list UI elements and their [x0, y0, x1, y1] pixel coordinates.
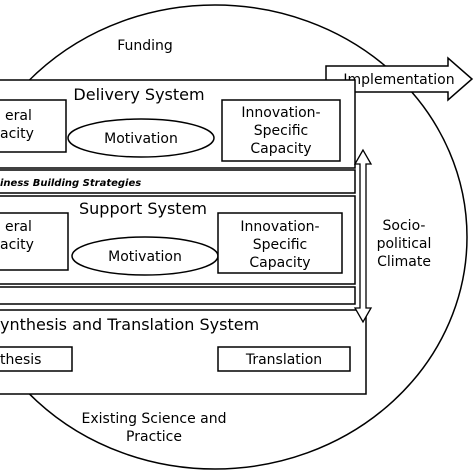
synthesis-box: [0, 346, 73, 372]
delivery-motivation-label: Motivation: [104, 131, 178, 147]
support-innovation-line3: Capacity: [249, 255, 310, 271]
readiness-strategies-label: iness Building Strategies: [0, 178, 141, 189]
translation-label: Translation: [245, 352, 322, 368]
translation-box: [217, 346, 351, 372]
implementation-label: Implementation: [343, 72, 454, 88]
support-lower-band: [0, 286, 356, 305]
readiness-strategies-band: [0, 169, 356, 194]
support-system-title: Support System: [79, 199, 207, 218]
synthesis-label: thesis: [0, 352, 41, 368]
support-general-line2: acity: [0, 237, 34, 253]
funding-label: Funding: [117, 38, 173, 54]
delivery-innovation-capacity-box: [221, 99, 341, 162]
sociopolitical-line1: Socio-: [383, 218, 426, 234]
support-general-line1: eral: [5, 219, 32, 235]
existing-science-line2: Practice: [126, 429, 182, 445]
delivery-general-line1: eral: [5, 108, 32, 124]
support-innovation-line1: Innovation-: [240, 219, 319, 235]
sociopolitical-line2: political: [377, 236, 432, 252]
delivery-general-line2: acity: [0, 126, 34, 142]
synthesis-system-title: ynthesis and Translation System: [0, 315, 259, 334]
existing-science-line1: Existing Science and: [82, 411, 227, 427]
delivery-innovation-line3: Capacity: [250, 141, 311, 157]
support-innovation-line2: Specific: [253, 237, 308, 253]
delivery-motivation-ellipse: [67, 118, 215, 158]
support-innovation-capacity-box: [217, 212, 343, 274]
sociopolitical-line3: Climate: [377, 254, 431, 270]
delivery-system-title: Delivery System: [73, 85, 204, 104]
delivery-innovation-line1: Innovation-: [241, 105, 320, 121]
outer-ellipse: [0, 4, 468, 470]
delivery-general-capacity-box: [0, 99, 67, 153]
support-motivation-label: Motivation: [108, 249, 182, 265]
delivery-innovation-line2: Specific: [254, 123, 309, 139]
support-general-capacity-box: [0, 212, 69, 271]
sociopolitical-double-arrow: [353, 148, 373, 324]
